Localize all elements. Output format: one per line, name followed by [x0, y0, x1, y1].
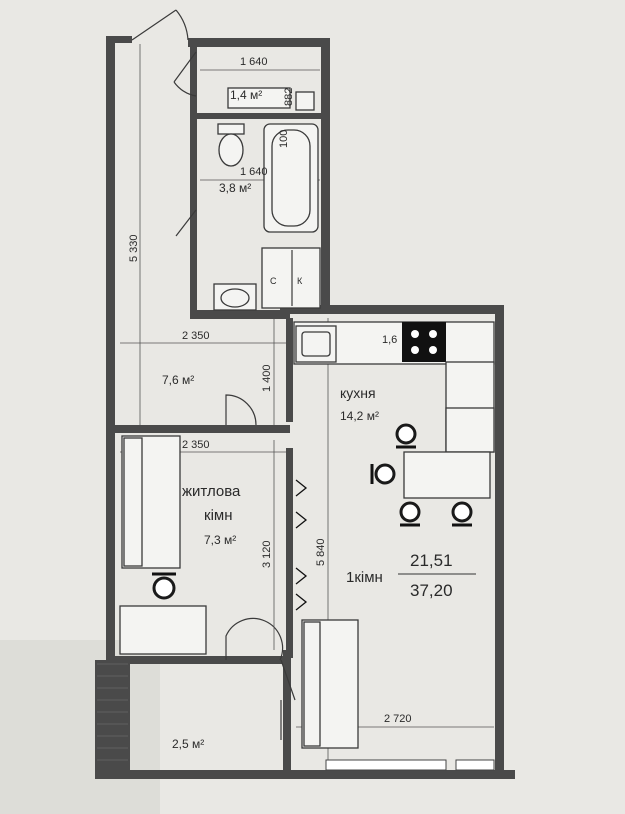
- chair-icon: [399, 501, 421, 527]
- hall-area: 7,6 м²: [162, 373, 194, 387]
- dim-bath-top-width: 1 640: [240, 56, 268, 68]
- dim-kitchen-height: 5 840: [315, 538, 327, 566]
- dim-kitchen-counter: 1,6: [382, 334, 397, 346]
- washer-label-c: С: [270, 276, 277, 286]
- toilet-icon: [217, 123, 245, 167]
- apartment-summary: 1кімн 21,51 37,20: [346, 551, 476, 600]
- washer-label-k: К: [297, 276, 303, 286]
- wc-cabinet: [227, 87, 291, 109]
- chair-icon: [370, 463, 396, 485]
- chair-icon: [152, 572, 176, 600]
- bath-area: 3,8 м²: [219, 181, 251, 195]
- apartment-type: 1кімн: [346, 569, 383, 586]
- dim-bath-mid-width: 1 640: [240, 166, 268, 178]
- kitchen-area: 14,2 м²: [340, 409, 379, 423]
- dim-left-height: 5 330: [128, 234, 140, 262]
- dim-hall-height: 1 400: [261, 364, 273, 392]
- sofa-icon: [301, 619, 359, 749]
- living-name-2: кімн: [204, 507, 233, 524]
- dim-hall-width: 2 350: [182, 330, 210, 342]
- living-total: 21,51: [410, 551, 453, 570]
- balcony-rail: [97, 663, 128, 761]
- chair-icon: [451, 501, 473, 527]
- dim-room-height: 3 120: [261, 540, 273, 568]
- living-name-1: житлова: [182, 483, 241, 500]
- dining-chairs: [370, 423, 473, 527]
- chair-icon: [395, 423, 417, 449]
- dining-table: [403, 451, 491, 499]
- balcony-area: 2,5 м²: [172, 737, 204, 751]
- doors: [131, 9, 296, 740]
- dimension-labels: 1 640 882 100 1 640 5 330 2 350 1 400 2 …: [128, 56, 412, 725]
- wc-area: 1,4 м²: [230, 88, 262, 102]
- kitchen-fixtures: [293, 321, 495, 749]
- dim-bath-small: 100: [278, 130, 290, 148]
- sink-icon: [213, 283, 257, 311]
- dim-room-width: 2 350: [182, 439, 210, 451]
- living-furniture: [119, 435, 207, 655]
- sofa-icon: [121, 435, 181, 569]
- kitchen-name: кухня: [340, 385, 376, 401]
- kitchen-sink-icon: [295, 325, 337, 363]
- bathtub-icon: [263, 123, 319, 233]
- stove-icon: [402, 322, 446, 362]
- walls: [95, 36, 515, 779]
- windows: [325, 759, 495, 771]
- desk: [119, 605, 207, 655]
- dim-wc-length: 882: [283, 88, 295, 106]
- living-area: 7,3 м²: [204, 533, 236, 547]
- washer-box: [261, 247, 321, 309]
- bathroom-fixtures: С К: [213, 87, 321, 311]
- partition-marks: [295, 479, 308, 611]
- room-labels: 1,4 м² 3,8 м² 7,6 м² кухня 14,2 м² житло…: [162, 88, 379, 751]
- dim-kitchen-width: 2 720: [384, 713, 412, 725]
- total-area: 37,20: [410, 581, 453, 600]
